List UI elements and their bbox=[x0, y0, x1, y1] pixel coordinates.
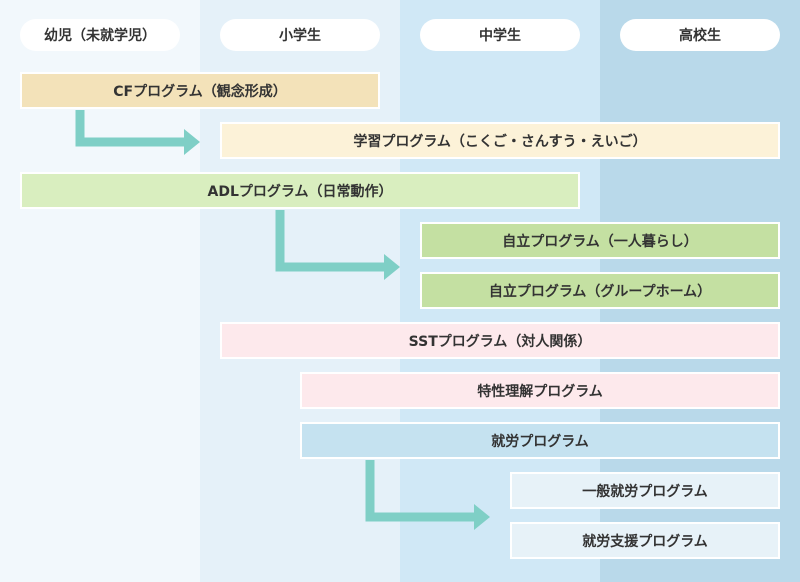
program-jiritsu-alone: 自立プログラム（一人暮らし） bbox=[420, 222, 780, 259]
arrow-head-2 bbox=[384, 254, 400, 280]
arrow-head-3 bbox=[474, 504, 490, 530]
stage-label-junior-high: 中学生 bbox=[420, 19, 580, 51]
arrow-head-1 bbox=[184, 129, 200, 155]
program-ippan-shuro: 一般就労プログラム bbox=[510, 472, 780, 509]
stage-label-infant: 幼児（未就学児） bbox=[20, 19, 180, 51]
program-gakushu: 学習プログラム（こくご・さんすう・えいご） bbox=[220, 122, 780, 159]
arrow-adl-to-jiritsu bbox=[275, 210, 386, 272]
stage-label-elementary: 小学生 bbox=[220, 19, 380, 51]
program-jiritsu-group: 自立プログラム（グループホーム） bbox=[420, 272, 780, 309]
program-adl: ADLプログラム（日常動作） bbox=[20, 172, 580, 209]
program-tokusei: 特性理解プログラム bbox=[300, 372, 780, 409]
arrow-cf-to-gakushu bbox=[75, 110, 186, 147]
program-sst: SSTプログラム（対人関係） bbox=[220, 322, 780, 359]
program-shuro: 就労プログラム bbox=[300, 422, 780, 459]
program-cf: CFプログラム（観念形成） bbox=[20, 72, 380, 109]
arrow-shuro-to-sub bbox=[365, 460, 476, 522]
program-shuro-shien: 就労支援プログラム bbox=[510, 522, 780, 559]
stage-label-high-school: 高校生 bbox=[620, 19, 780, 51]
